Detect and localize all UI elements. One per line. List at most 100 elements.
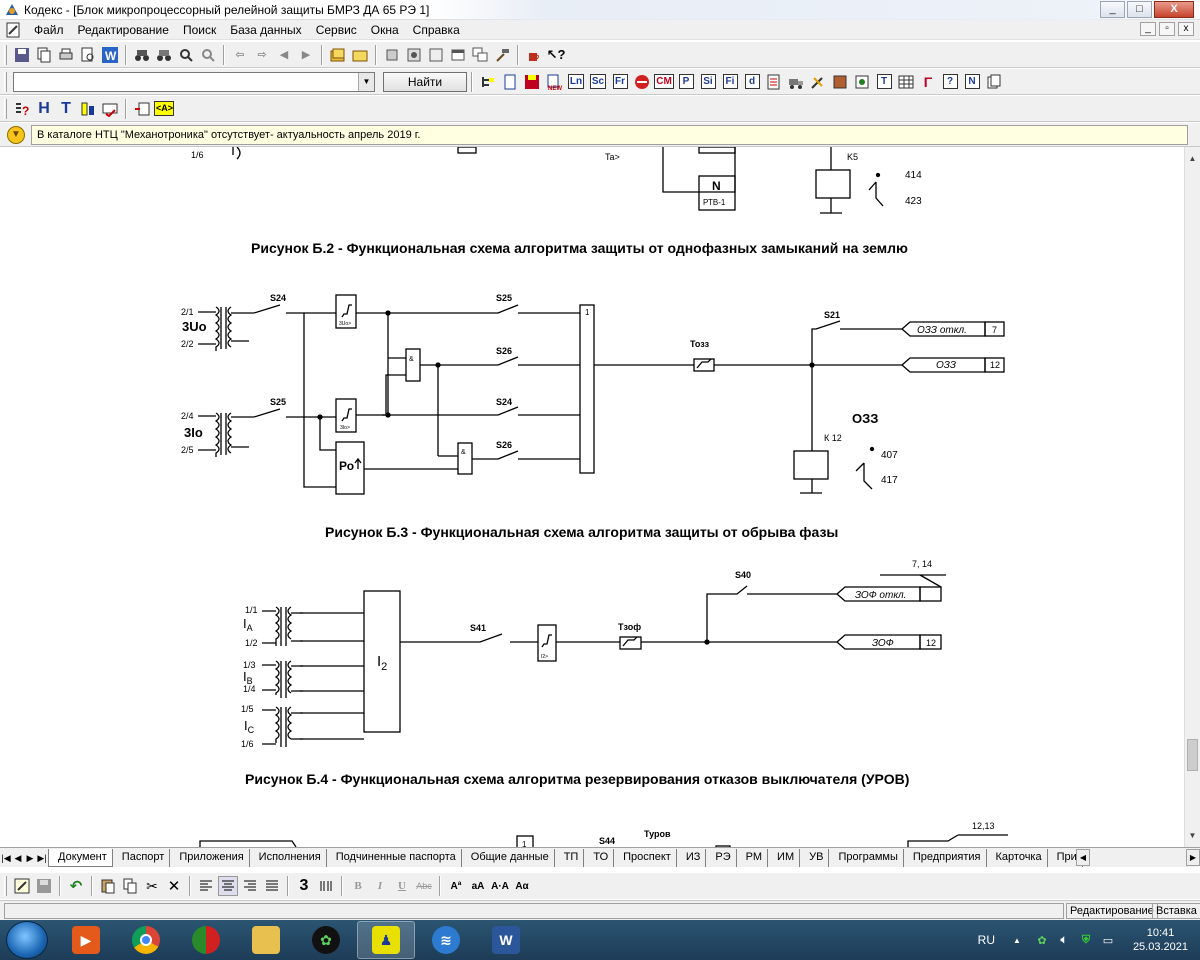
print-preview-icon[interactable]: [78, 45, 98, 65]
si-icon[interactable]: Si: [698, 72, 718, 92]
forward-icon[interactable]: ⇨: [257, 49, 267, 61]
bold-button[interactable]: B: [354, 880, 362, 892]
shield-icon[interactable]: ⛨: [1081, 933, 1091, 946]
ref-icon[interactable]: [852, 72, 872, 92]
t-style-icon[interactable]: T: [56, 99, 76, 119]
numbering-icon[interactable]: 3: [299, 877, 309, 894]
tab-next-icon[interactable]: ▶: [26, 852, 34, 863]
taskbar-word[interactable]: W: [477, 921, 535, 959]
sc-icon[interactable]: Sc: [588, 72, 608, 92]
tab-enterprises[interactable]: Предприятия: [904, 848, 987, 867]
copy-doc-icon[interactable]: [34, 45, 54, 65]
scroll-up-icon[interactable]: ▲: [1188, 154, 1197, 163]
t-icon[interactable]: T: [874, 72, 894, 92]
taskbar-media-player[interactable]: ▶: [57, 921, 115, 959]
menu-service[interactable]: Сервис: [315, 22, 357, 37]
book-icon[interactable]: [830, 72, 850, 92]
mail-check-icon[interactable]: [100, 99, 120, 119]
insert-icon[interactable]: [132, 99, 152, 119]
tab-first-icon[interactable]: |◀: [1, 852, 11, 863]
tab-last-icon[interactable]: ▶|: [37, 852, 47, 863]
menu-edit[interactable]: Редактирование: [77, 22, 169, 37]
tab-to[interactable]: ТО: [584, 848, 615, 867]
binoculars-next-icon[interactable]: [154, 45, 174, 65]
menu-windows[interactable]: Окна: [370, 22, 399, 37]
tab-tp[interactable]: ТП: [555, 848, 585, 867]
tab-rm[interactable]: РМ: [737, 848, 769, 867]
columns-icon[interactable]: [316, 876, 336, 896]
pages-icon[interactable]: [984, 72, 1004, 92]
cascade-icon[interactable]: [470, 45, 490, 65]
print-icon[interactable]: [56, 45, 76, 65]
justify-icon[interactable]: [262, 876, 282, 896]
tree-icon[interactable]: [478, 72, 498, 92]
tab-prospect[interactable]: Проспект: [614, 848, 677, 867]
document-view[interactable]: 1/6 Ta> N РТВ-1 K5 414 423 2/1 2/2 3Uo: [0, 147, 1184, 847]
tab-appendices[interactable]: Приложения: [170, 848, 250, 867]
search-combo[interactable]: ▼: [13, 71, 375, 92]
taskbar-chrome[interactable]: [117, 921, 175, 959]
taskbar-thunderbird[interactable]: ≋: [417, 921, 475, 959]
align-center-icon[interactable]: [218, 876, 238, 896]
bookmark-icon[interactable]: [382, 45, 402, 65]
paste-icon[interactable]: [98, 876, 118, 896]
link-icon[interactable]: [426, 45, 446, 65]
doc-restore-button[interactable]: ▫: [1159, 22, 1175, 36]
language-indicator[interactable]: RU: [977, 933, 996, 947]
copy-icon[interactable]: [120, 876, 140, 896]
question-icon[interactable]: ?: [940, 72, 960, 92]
back-icon[interactable]: ⇦: [235, 49, 245, 61]
find-next-icon[interactable]: [198, 45, 218, 65]
d-icon[interactable]: d: [742, 72, 762, 92]
gamma-icon[interactable]: Γ: [918, 72, 938, 92]
floppy-icon[interactable]: [522, 72, 542, 92]
font-size-icon[interactable]: A·A: [491, 880, 509, 892]
fi-icon[interactable]: Fi: [720, 72, 740, 92]
chevron-down-icon[interactable]: ▼: [358, 72, 374, 91]
anchor-icon[interactable]: <A>: [154, 99, 174, 119]
save-icon[interactable]: [12, 45, 32, 65]
tab-versions[interactable]: Исполнения: [250, 848, 327, 867]
stop-icon[interactable]: [632, 72, 652, 92]
scroll-down-icon[interactable]: ▼: [1188, 831, 1197, 840]
tools-icon[interactable]: [808, 72, 828, 92]
italic-button[interactable]: I: [377, 880, 383, 892]
align-left-icon[interactable]: [196, 876, 216, 896]
find-button[interactable]: Найти: [383, 71, 467, 92]
tray-app-icon[interactable]: ✿: [1037, 934, 1047, 947]
underline-button[interactable]: U: [398, 880, 406, 892]
help-pointer-icon[interactable]: ↖?: [546, 46, 566, 62]
minimize-button[interactable]: _: [1100, 1, 1125, 18]
superscript-icon[interactable]: Aª: [450, 880, 462, 892]
next-icon[interactable]: ▶: [301, 49, 311, 61]
cm-icon[interactable]: CM: [654, 72, 674, 92]
volume-icon[interactable]: 🔈︎: [1060, 933, 1068, 946]
start-button[interactable]: [6, 921, 48, 959]
tab-common-data[interactable]: Общие данные: [462, 848, 555, 867]
info-icon[interactable]: [78, 99, 98, 119]
menu-file[interactable]: Файл: [34, 22, 64, 37]
tab-passport[interactable]: Паспорт: [113, 848, 171, 867]
tab-card[interactable]: Карточка: [987, 848, 1048, 867]
close-button[interactable]: X: [1154, 1, 1194, 18]
new-doc-icon[interactable]: [500, 72, 520, 92]
window-icon[interactable]: [448, 45, 468, 65]
tab-scroll-right-icon[interactable]: ▶: [1186, 849, 1200, 866]
doc-list-icon[interactable]: [764, 72, 784, 92]
java-icon[interactable]: [524, 45, 544, 65]
strike-button[interactable]: Abc: [416, 881, 432, 891]
prev-icon[interactable]: ◀: [279, 49, 289, 61]
hammer-icon[interactable]: [492, 45, 512, 65]
cut-icon[interactable]: ✂: [146, 877, 158, 894]
tray-expand-icon[interactable]: ▲: [1013, 935, 1021, 945]
menu-search[interactable]: Поиск: [182, 22, 217, 37]
align-right-icon[interactable]: [240, 876, 260, 896]
word-export-icon[interactable]: W: [100, 45, 120, 65]
delete-icon[interactable]: ✕: [167, 878, 181, 895]
tab-im[interactable]: ИМ: [768, 848, 801, 867]
fr-icon[interactable]: Fr: [610, 72, 630, 92]
tab-scroll-left-icon[interactable]: ◀: [1076, 849, 1090, 866]
binoculars-icon[interactable]: [132, 45, 152, 65]
menu-database[interactable]: База данных: [230, 22, 302, 37]
taskbar-icq[interactable]: ✿: [297, 921, 355, 959]
